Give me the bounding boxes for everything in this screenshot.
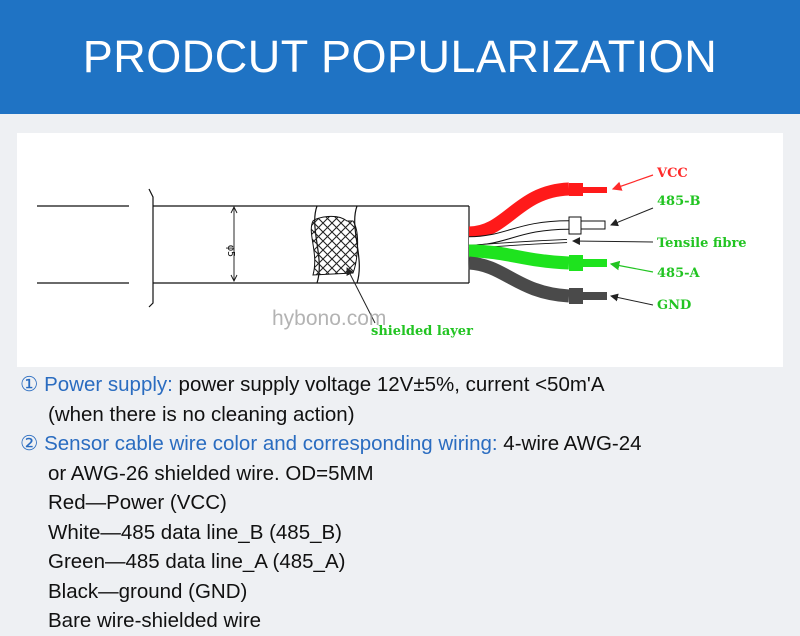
485b-terminal (568, 216, 606, 235)
wiring-heading: Sensor cable wire color and correspondin… (44, 432, 498, 455)
label-shielded-layer: shielded layer (371, 324, 473, 339)
power-supply-line: ① Power supply: power supply voltage 12V… (20, 370, 790, 400)
page-title: PRODCUT POPULARIZATION (82, 31, 718, 82)
diameter-label: φ5 (225, 245, 236, 257)
gnd-terminal (569, 288, 607, 304)
label-485a: 485-A (657, 266, 701, 281)
power-supply-note: (when there is no cleaning action) (48, 402, 355, 426)
cable-diagram: φ5 (17, 133, 783, 367)
shield-mesh (310, 205, 360, 284)
label-485b: 485-B (657, 194, 701, 209)
header-banner: PRODCUT POPULARIZATION (0, 0, 800, 114)
cable-left-segment (37, 205, 129, 284)
wire-black: Black—ground (GND) (48, 579, 248, 603)
red-wire (468, 182, 570, 240)
wire-red: Red—Power (VCC) (48, 491, 227, 514)
label-vcc: VCC (656, 166, 688, 181)
wiring-text: 4-wire AWG-24 (497, 432, 642, 455)
cable-jacket-end (357, 205, 470, 284)
wiring-line: ② Sensor cable wire color and correspond… (20, 429, 790, 459)
label-tensile-fibre: Tensile fibre (657, 236, 747, 251)
cable-break-mark (148, 188, 154, 308)
label-gnd: GND (657, 298, 691, 313)
wire-white: White—485 data line_B (485_B) (48, 520, 343, 544)
vcc-terminal (569, 183, 607, 196)
wiring-text-continued: or AWG-26 shielded wire. OD=5MM (48, 461, 374, 485)
cable-diagram-svg: φ5 (37, 166, 747, 339)
485a-terminal (569, 255, 607, 271)
spec-text: ① Power supply: power supply voltage 12V… (20, 370, 790, 636)
black-wire (468, 256, 570, 303)
power-supply-text: power supply voltage 12V±5%, current <50… (172, 373, 605, 396)
wire-bare: Bare wire-shielded wire (48, 609, 262, 632)
wire-green: Green—485 data line_A (485_A) (48, 550, 346, 573)
green-wire (468, 244, 570, 270)
marker-2: ② (20, 432, 39, 455)
marker-1: ① (20, 373, 39, 396)
power-supply-heading: Power supply: (44, 373, 173, 396)
watermark: hybono.com (272, 307, 386, 330)
